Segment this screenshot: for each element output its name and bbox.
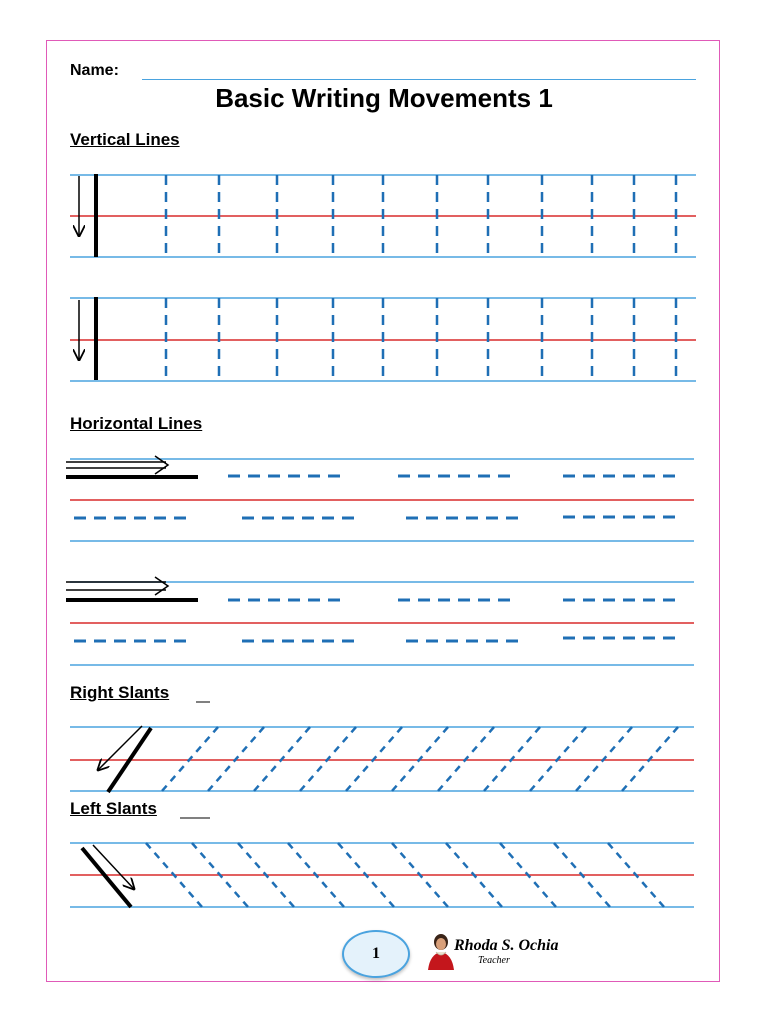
page-number-badge: 1	[342, 930, 410, 978]
horizontal-lines-heading: Horizontal Lines	[70, 414, 203, 433]
right-slants-practice-row	[70, 725, 694, 794]
horizontal-practice-row-2	[66, 576, 694, 666]
page-number: 1	[372, 945, 380, 962]
left-slants-heading: Left Slants	[70, 799, 157, 818]
name-field-line[interactable]	[142, 79, 696, 80]
diagonal-arrow-icon	[92, 844, 134, 889]
right-arrow-icon	[154, 455, 170, 475]
page-title: Basic Writing Movements 1	[215, 83, 553, 113]
author-name: Rhoda S. Ochia	[454, 937, 559, 954]
horizontal-practice-row-1	[66, 455, 694, 542]
page-border	[46, 40, 720, 982]
left-slants-practice-row	[70, 842, 694, 909]
name-label: Name:	[70, 62, 119, 79]
author-role: Teacher	[478, 955, 510, 966]
vertical-practice-row-1	[70, 174, 696, 258]
right-arrow-icon	[154, 576, 170, 596]
right-slants-heading: Right Slants	[70, 683, 170, 702]
vertical-practice-row-2	[70, 297, 696, 382]
vertical-lines-heading: Vertical Lines	[70, 130, 180, 149]
diagonal-arrow-icon	[98, 725, 143, 770]
teacher-avatar	[428, 934, 454, 970]
